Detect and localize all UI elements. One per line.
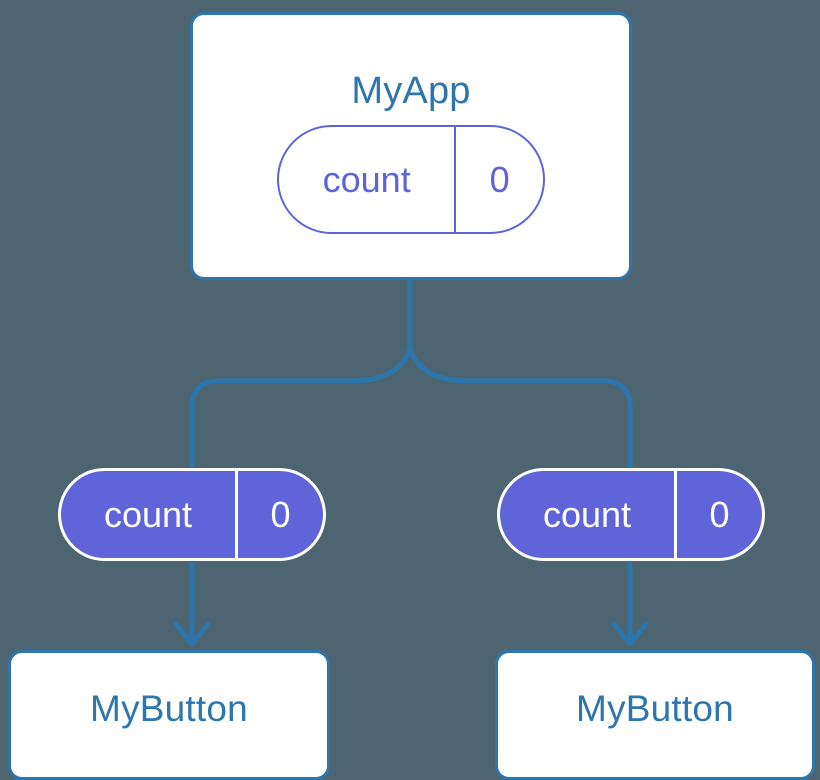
prop-pill-left-value: 0	[234, 471, 323, 558]
state-pill-root[interactable]: count 0	[277, 125, 545, 234]
prop-pill-right[interactable]: count 0	[497, 468, 765, 561]
component-name-child-right: MyButton	[576, 688, 734, 729]
state-pill-root-value: 0	[454, 127, 543, 232]
prop-pill-left[interactable]: count 0	[58, 468, 326, 561]
component-name-child-left: MyButton	[90, 688, 248, 729]
component-name-root: MyApp	[351, 70, 471, 112]
component-box-child-left[interactable]: MyButton	[8, 650, 330, 780]
arrow-right-prop-to-child	[611, 562, 649, 647]
connector-branch-left	[189, 347, 413, 470]
prop-pill-right-value: 0	[673, 471, 762, 558]
component-box-child-right[interactable]: MyButton	[495, 650, 815, 780]
prop-pill-right-key: count	[542, 493, 632, 535]
arrow-left-prop-to-child	[173, 562, 211, 647]
prop-pill-left-key: count	[103, 493, 193, 535]
state-pill-root-key: count	[322, 158, 411, 200]
connector-branch-right	[407, 347, 633, 470]
